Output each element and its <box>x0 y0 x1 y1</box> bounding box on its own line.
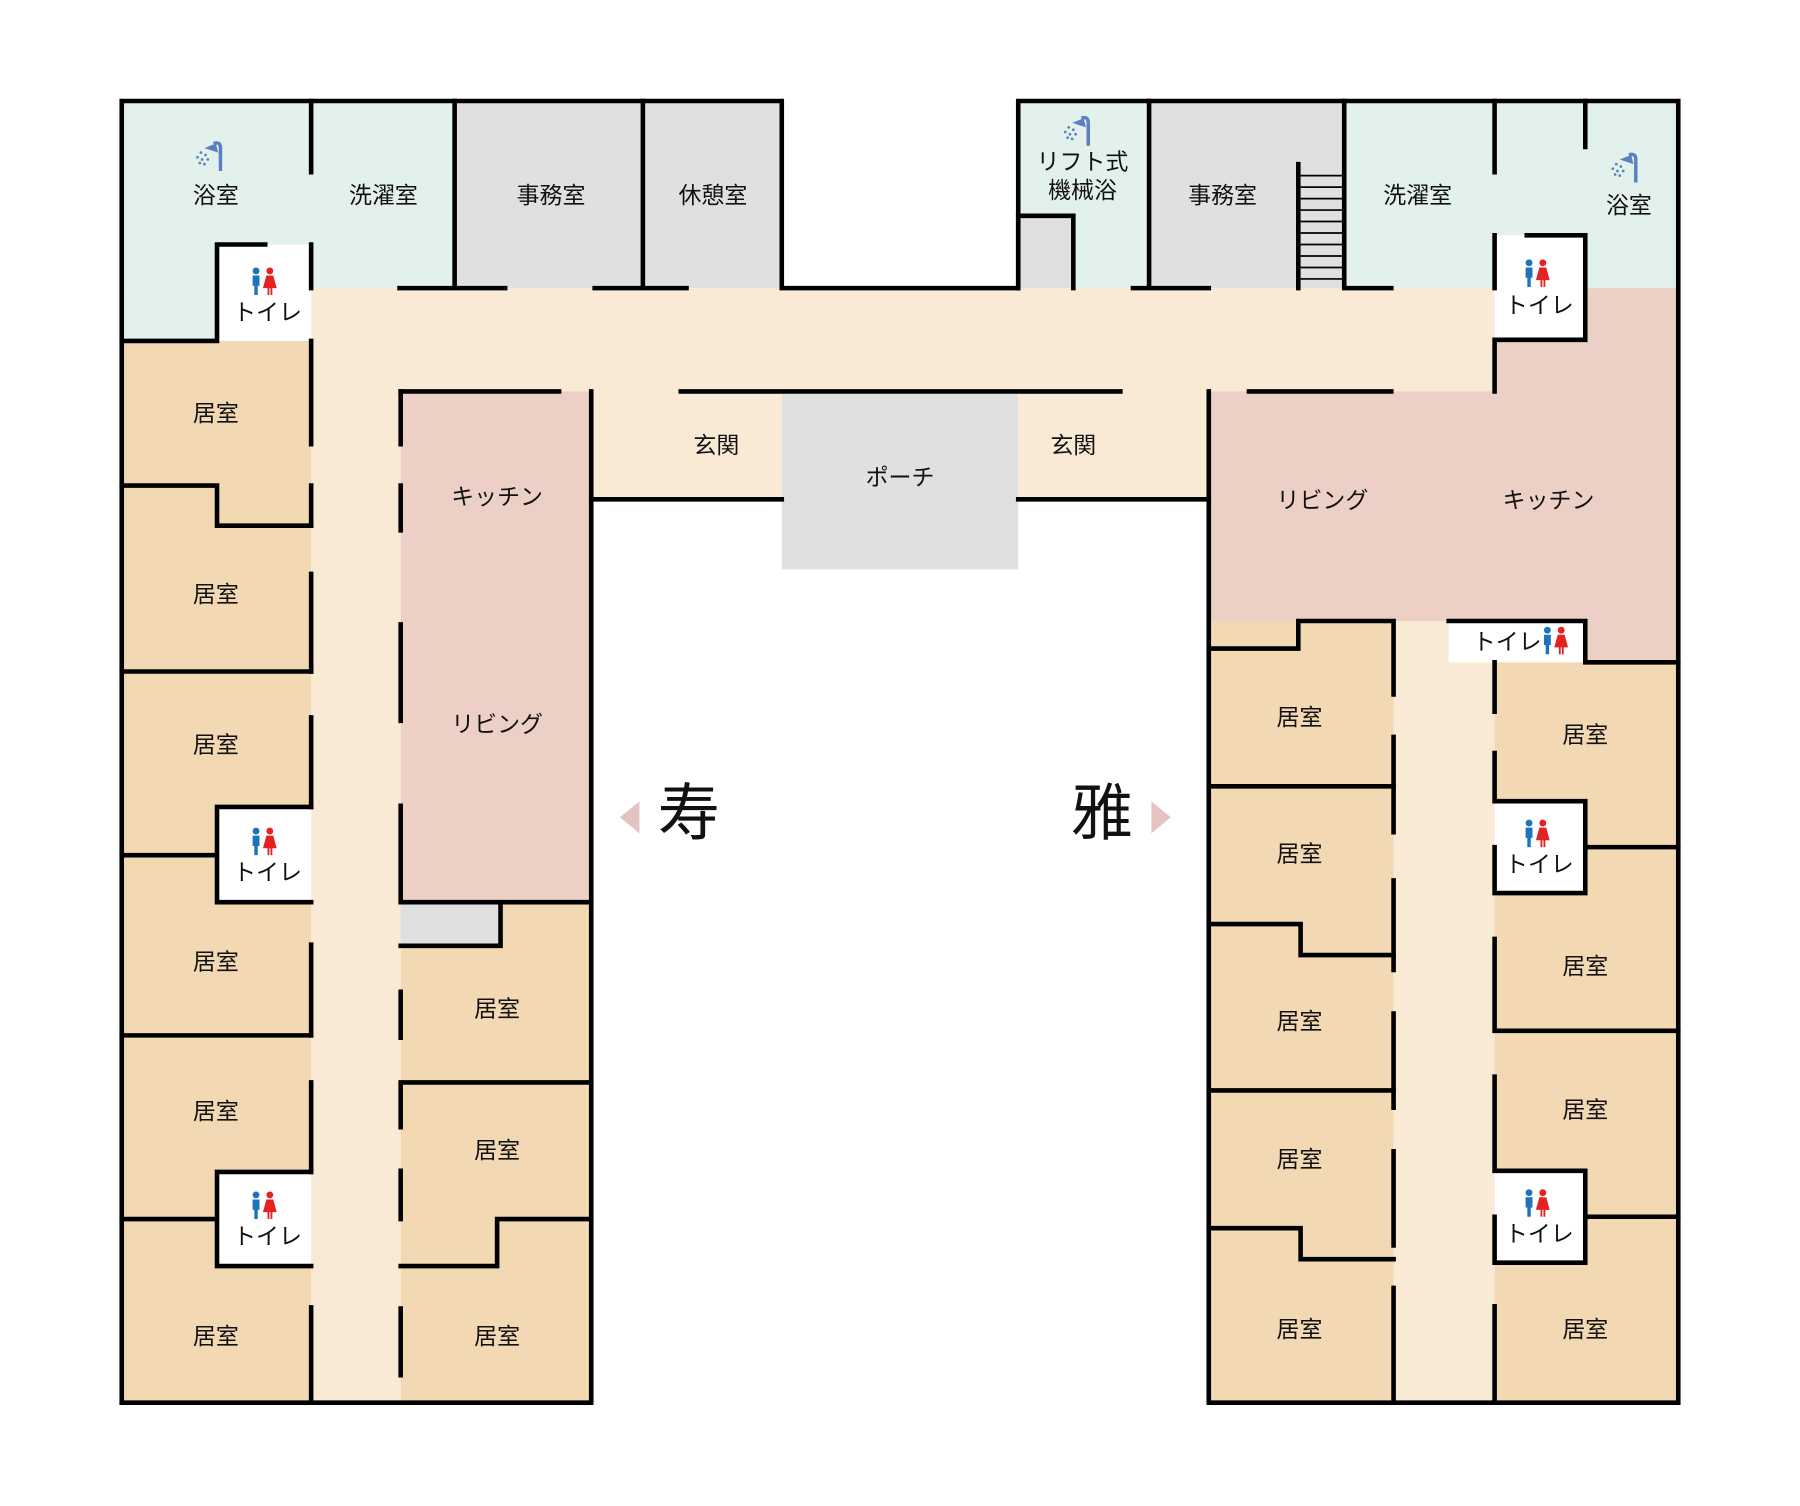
resident-room-label: 居室 <box>1562 954 1608 980</box>
toilet-label: トイレ <box>1505 852 1574 878</box>
toilet-label: トイレ <box>233 1224 302 1250</box>
entrance-label: 玄関 <box>1050 433 1096 459</box>
resident-room-label: 居室 <box>474 1324 520 1350</box>
toilet-label: トイレ <box>233 860 302 886</box>
kitchen-label: キッチン <box>451 485 543 511</box>
resident-room-label: 居室 <box>1562 722 1608 748</box>
resident-room-label: 居室 <box>193 401 239 427</box>
break-room-label: 休憩室 <box>678 183 747 209</box>
resident-room-label: 居室 <box>1277 705 1323 731</box>
room-labels: 浴室 洗濯室 事務室 休憩室 トイレ 居室 居室 居室 トイレ 居室 居室 トイ… <box>193 149 1652 1349</box>
porch-label: ポーチ <box>866 465 935 491</box>
laundry-label: 洗濯室 <box>349 183 418 209</box>
right-arrow-icon <box>1151 801 1171 834</box>
resident-room-label: 居室 <box>193 1099 239 1125</box>
toilet-label: トイレ <box>1505 1222 1574 1248</box>
office-label: 事務室 <box>1188 183 1257 209</box>
resident-room-label: 居室 <box>474 1138 520 1164</box>
room-fills <box>121 101 1679 1403</box>
bath-label: 浴室 <box>193 183 239 209</box>
stairs <box>1300 174 1345 280</box>
toilet-label: トイレ <box>233 300 302 326</box>
resident-room-label: 居室 <box>1562 1098 1608 1124</box>
lift-bath-label: 機械浴 <box>1048 178 1117 204</box>
toilet-label: トイレ <box>1473 629 1542 655</box>
toilet-label: トイレ <box>1505 293 1574 319</box>
wing-name-right: 雅 <box>1071 776 1133 849</box>
wing-name-left: 寿 <box>658 776 720 849</box>
resident-room-label: 居室 <box>193 582 239 608</box>
lift-bath-label: リフト式 <box>1037 149 1129 175</box>
resident-room-label: 居室 <box>193 1324 239 1350</box>
resident-room-label: 居室 <box>1277 1147 1323 1173</box>
entrance-label: 玄関 <box>693 433 739 459</box>
walls <box>119 98 1681 1405</box>
resident-room-label: 居室 <box>1277 842 1323 868</box>
resident-room-label: 居室 <box>1277 1009 1323 1035</box>
bath-label: 浴室 <box>1606 193 1652 219</box>
resident-room-label: 居室 <box>193 950 239 976</box>
office-label: 事務室 <box>517 183 586 209</box>
left-arrow-icon <box>619 801 640 834</box>
resident-room-label: 居室 <box>1277 1317 1323 1343</box>
living-label: リビング <box>451 712 543 738</box>
resident-room-label: 居室 <box>1562 1317 1608 1343</box>
kitchen-label: キッチン <box>1503 488 1595 514</box>
laundry-label: 洗濯室 <box>1383 183 1452 209</box>
resident-room-label: 居室 <box>474 997 520 1023</box>
living-label: リビング <box>1277 488 1369 514</box>
resident-room-label: 居室 <box>193 733 239 759</box>
